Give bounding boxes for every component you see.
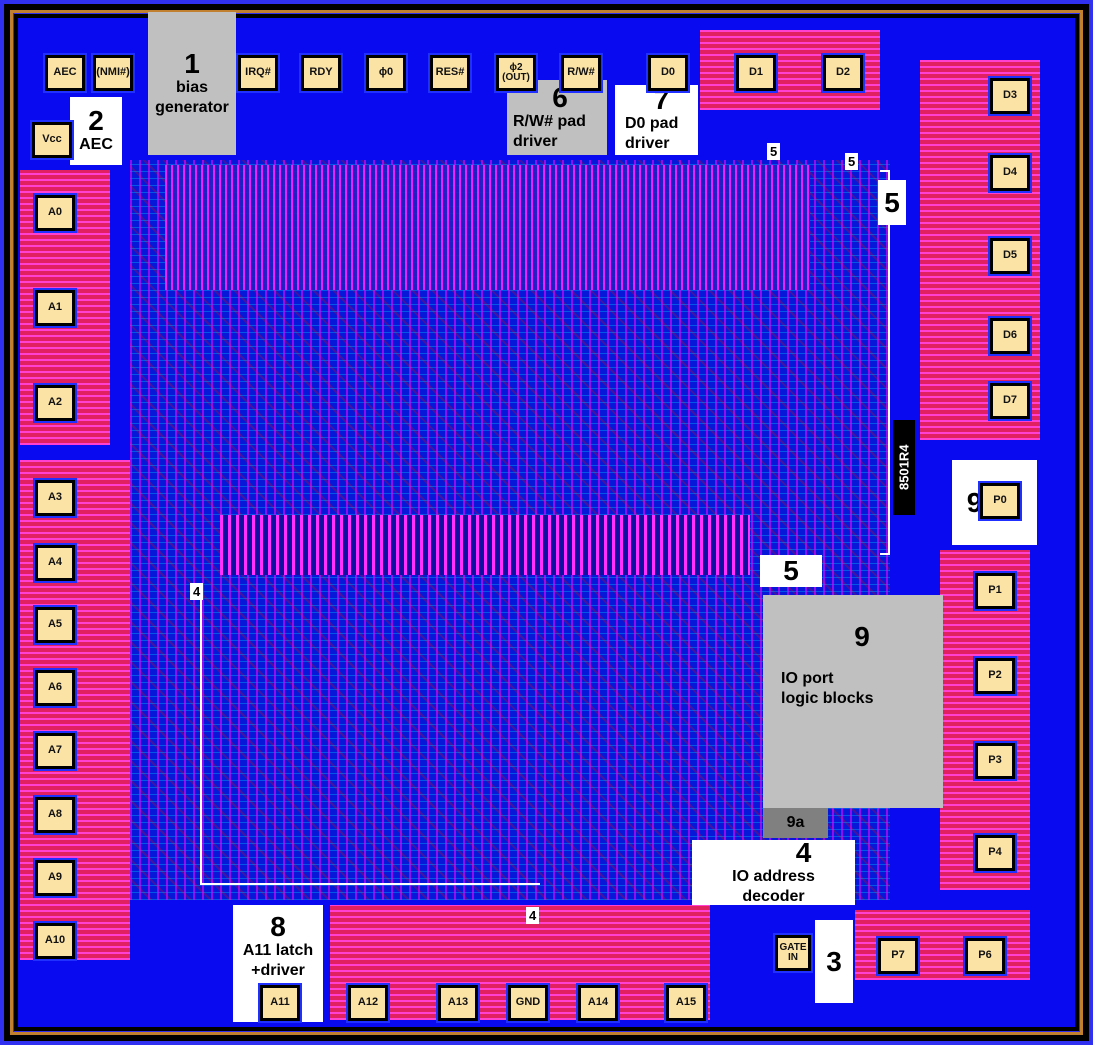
label-text: +driver: [251, 962, 305, 979]
label-text: IO port: [781, 670, 834, 687]
pad-a4: A4: [33, 543, 77, 583]
label-text: generator: [155, 98, 229, 116]
pad-phi2-out: ϕ2 (OUT): [494, 53, 538, 93]
label-number: 8: [270, 911, 286, 942]
label-text: driver: [625, 135, 670, 152]
label-5-large: 5: [878, 180, 906, 225]
pad-nmi: (NMI#): [91, 53, 135, 93]
pad-aec: AEC: [43, 53, 87, 93]
label-text: AEC: [79, 136, 113, 153]
label-number: 4: [795, 836, 812, 868]
pad-d6: D6: [988, 316, 1032, 356]
label-4: 4: [190, 583, 204, 600]
label-text: D0 pad: [625, 115, 679, 132]
pad-p4: P4: [973, 833, 1017, 873]
pad-a9: A9: [33, 858, 77, 898]
pad-a10: A10: [33, 921, 77, 961]
pad-a1: A1: [33, 288, 77, 328]
trace-4: [200, 595, 202, 885]
pad-rw: R/W#: [559, 53, 603, 93]
label-5-large: 5: [760, 555, 822, 587]
pad-d1: D1: [734, 53, 778, 93]
label-number: 9: [966, 486, 983, 518]
label-text: A11 latch: [242, 942, 314, 959]
label-3: 3: [815, 920, 853, 1003]
decode-rom: [165, 165, 810, 290]
random-logic-row: [220, 515, 750, 575]
pad-a3: A3: [33, 478, 77, 518]
pad-gate-in: GATE IN: [773, 933, 813, 973]
label-number: 1: [184, 47, 200, 79]
label-text: decoder: [742, 887, 805, 905]
label-text: logic blocks: [781, 690, 874, 707]
pad-p1: P1: [973, 571, 1017, 611]
label-d0-pad-driver: 7 D0 pad driver: [615, 85, 698, 155]
label-text: IO address: [732, 867, 815, 885]
chip-id: 8501R4: [893, 420, 915, 515]
pad-d3: D3: [988, 76, 1032, 116]
label-9a: 9a: [763, 808, 828, 838]
seal-ring: [10, 10, 1083, 1035]
label-text: bias: [175, 78, 208, 96]
pad-a8: A8: [33, 795, 77, 835]
pad-p3: P3: [973, 741, 1017, 781]
pad-d5: D5: [988, 236, 1032, 276]
pad-p0: P0: [978, 481, 1022, 521]
pad-a6: A6: [33, 668, 77, 708]
label-io-port-logic: 9 IO port logic blocks: [763, 595, 943, 808]
label-text: driver: [513, 132, 558, 150]
label-aec: 2 AEC: [70, 97, 122, 165]
pad-gnd: GND: [506, 983, 550, 1023]
pad-d4: D4: [988, 153, 1032, 193]
pad-a13: A13: [436, 983, 480, 1023]
label-number: 9: [854, 621, 870, 652]
pad-p2: P2: [973, 656, 1017, 696]
pad-p6: P6: [963, 936, 1007, 976]
pad-a14: A14: [576, 983, 620, 1023]
pad-rdy: RDY: [299, 53, 343, 93]
label-5: 5: [845, 153, 859, 170]
trace-4-bottom: [200, 883, 540, 885]
pad-a12: A12: [346, 983, 390, 1023]
label-io-address-decoder: 4 IO address decoder: [692, 836, 855, 905]
label-bias-generator: 1 bias generator: [148, 12, 236, 155]
pad-a0: A0: [33, 193, 77, 233]
pad-d0: D0: [646, 53, 690, 93]
pad-d2: D2: [821, 53, 865, 93]
pad-a7: A7: [33, 731, 77, 771]
label-5: 5: [767, 143, 781, 160]
die-border: [4, 4, 1089, 1041]
pad-phi0: ϕ0: [364, 53, 408, 93]
label-4: 4: [526, 907, 540, 924]
label-text: R/W# pad: [513, 112, 586, 130]
trace-5: [880, 170, 890, 555]
pad-a11: A11: [258, 983, 302, 1023]
pad-a15: A15: [664, 983, 708, 1023]
pad-p7: P7: [876, 936, 920, 976]
pad-a2: A2: [33, 383, 77, 423]
pad-a5: A5: [33, 605, 77, 645]
pad-res: RES#: [428, 53, 472, 93]
label-number: 7: [653, 84, 670, 115]
label-rw-pad-driver: 6 R/W# pad driver: [507, 80, 607, 155]
pad-d7: D7: [988, 381, 1032, 421]
label-number: 2: [88, 105, 104, 136]
pad-vcc: Vcc: [30, 120, 74, 160]
pad-irq: IRQ#: [236, 53, 280, 93]
